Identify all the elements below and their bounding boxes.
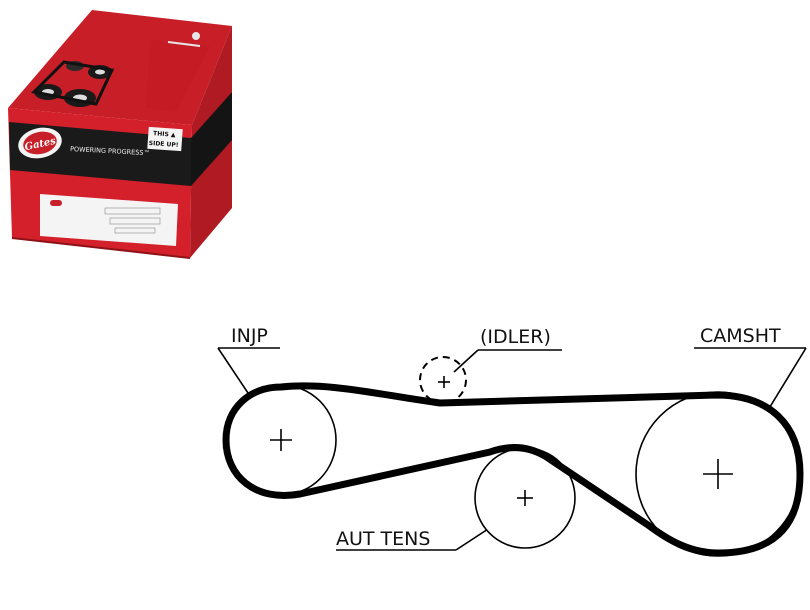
box-top-brand-mark [146, 32, 210, 112]
idler-center-marker [438, 376, 450, 388]
label-barcode-block [104, 207, 161, 215]
injp-center-marker [270, 429, 292, 451]
product-box-image: Gates POWERING PROGRESS™ THIS ▲ SIDE UP! [8, 10, 232, 259]
orientation-line-1: THIS ▲ [153, 130, 176, 139]
label-barcode-block-2 [109, 217, 161, 225]
orientation-sticker [147, 126, 183, 152]
idler-pulley-optional [419, 356, 467, 404]
camsht-center-marker [703, 459, 733, 489]
box-side-band [191, 92, 232, 186]
timing-belt [222, 382, 804, 557]
gates-logo: Gates [18, 127, 62, 159]
aut-tens-label: AUT TENS [336, 528, 430, 550]
orientation-line-2: SIDE UP! [149, 140, 179, 149]
box-pulley-illustration [30, 60, 115, 107]
label-barcode-block-3 [114, 227, 156, 234]
camsht-label: CAMSHT [700, 325, 781, 347]
injp-label: INJP [231, 325, 268, 347]
aut-tens-center-marker [517, 490, 533, 506]
idler-label: (IDLER) [480, 326, 551, 348]
label-logo-mark [50, 200, 62, 206]
